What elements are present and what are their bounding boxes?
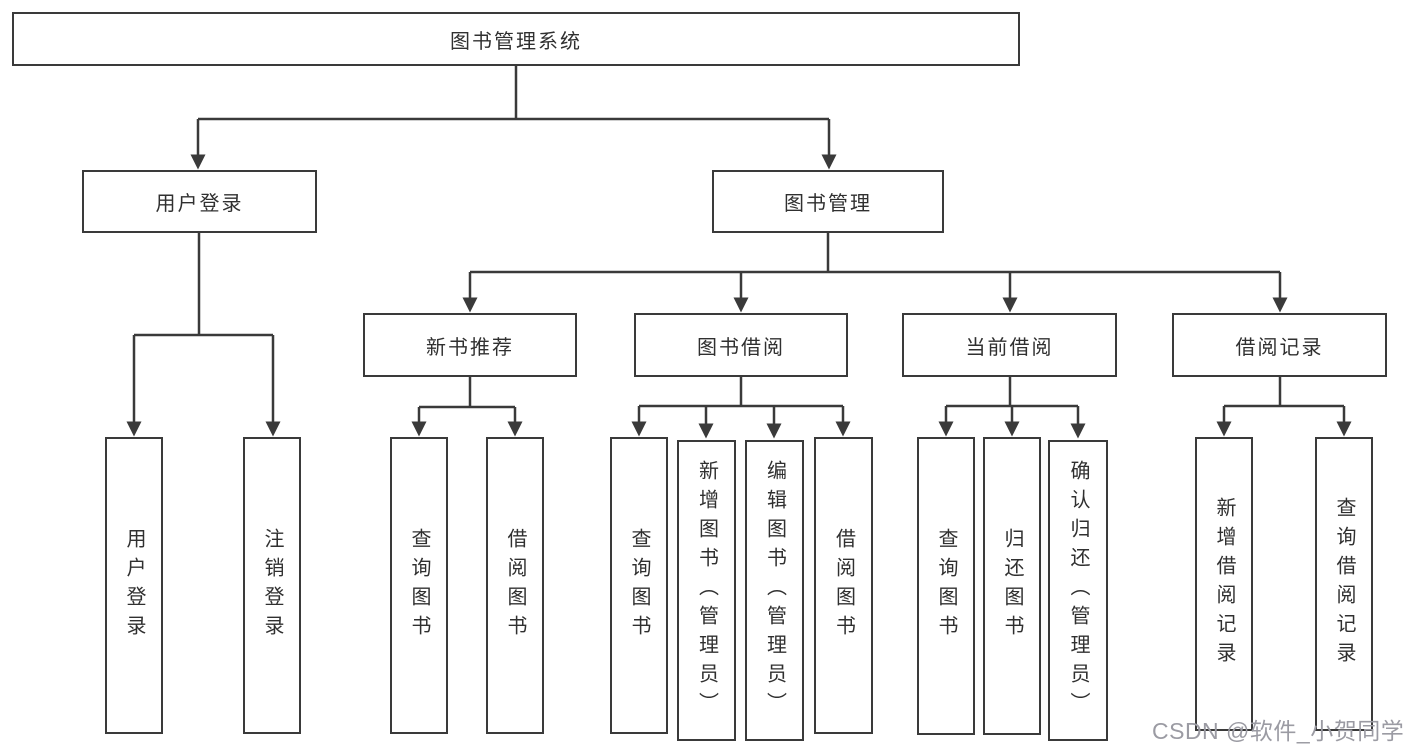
node-book-borrow: 图书借阅 bbox=[634, 313, 848, 377]
leaf-nb-borrow-books: 借阅图书 bbox=[486, 437, 544, 734]
leaf-br-add-record: 新增借阅记录 bbox=[1195, 437, 1253, 731]
node-root: 图书管理系统 bbox=[12, 12, 1020, 66]
leaf-bb-edit-books-admin-label: 编辑图书（管理员） bbox=[763, 460, 786, 721]
leaf-br-query-record-label: 查询借阅记录 bbox=[1333, 497, 1355, 671]
leaf-bb-add-books-admin-label: 新增图书（管理员） bbox=[695, 460, 718, 721]
leaf-bb-add-books-admin: 新增图书（管理员） bbox=[677, 440, 736, 741]
leaf-cb-query-books: 查询图书 bbox=[917, 437, 975, 735]
leaf-nb-query-books-label: 查询图书 bbox=[408, 527, 430, 644]
leaf-logout-label: 注销登录 bbox=[261, 527, 283, 644]
node-new-book-recommend: 新书推荐 bbox=[363, 313, 577, 377]
leaf-bb-query-books: 查询图书 bbox=[610, 437, 668, 734]
leaf-bb-borrow-books: 借阅图书 bbox=[814, 437, 873, 734]
node-book-management: 图书管理 bbox=[712, 170, 944, 233]
node-new-book-recommend-label: 新书推荐 bbox=[426, 336, 514, 359]
connector-root-to-level2 bbox=[190, 66, 837, 170]
node-current-borrow-label: 当前借阅 bbox=[965, 336, 1054, 359]
leaf-br-add-record-label: 新增借阅记录 bbox=[1213, 497, 1235, 671]
leaf-user-login: 用户登录 bbox=[105, 437, 163, 734]
leaf-bb-borrow-books-label: 借阅图书 bbox=[832, 527, 855, 644]
node-user-login-label: 用户登录 bbox=[155, 193, 244, 215]
leaf-nb-query-books: 查询图书 bbox=[390, 437, 448, 734]
connector-user-login-children bbox=[126, 233, 281, 437]
leaf-cb-confirm-return-admin: 确认归还（管理员） bbox=[1048, 440, 1108, 741]
node-book-borrow-label: 图书借阅 bbox=[697, 336, 785, 359]
leaf-bb-edit-books-admin: 编辑图书（管理员） bbox=[745, 440, 804, 741]
leaf-cb-return-books-label: 归还图书 bbox=[1001, 528, 1023, 644]
connector-book-management-children bbox=[462, 233, 1288, 313]
connector-new-book-children bbox=[411, 377, 523, 437]
node-current-borrow: 当前借阅 bbox=[902, 313, 1117, 377]
leaf-cb-confirm-return-admin-label: 确认归还（管理员） bbox=[1067, 460, 1089, 721]
leaf-cb-return-books: 归还图书 bbox=[983, 437, 1041, 735]
node-user-login: 用户登录 bbox=[82, 170, 317, 233]
node-borrow-records-label: 借阅记录 bbox=[1235, 336, 1324, 359]
node-borrow-records: 借阅记录 bbox=[1172, 313, 1387, 377]
leaf-user-login-label: 用户登录 bbox=[123, 527, 145, 644]
connector-current-borrow-children bbox=[938, 377, 1086, 439]
connector-borrow-records-children bbox=[1216, 377, 1352, 437]
node-root-label: 图书管理系统 bbox=[450, 30, 582, 53]
csdn-watermark: CSDN @软件_小贺同学 bbox=[1152, 718, 1405, 744]
leaf-cb-query-books-label: 查询图书 bbox=[935, 528, 957, 644]
node-book-management-label: 图书管理 bbox=[784, 193, 872, 215]
leaf-nb-borrow-books-label: 借阅图书 bbox=[504, 527, 526, 644]
leaf-br-query-record: 查询借阅记录 bbox=[1315, 437, 1373, 731]
leaf-bb-query-books-label: 查询图书 bbox=[628, 527, 650, 644]
connector-book-borrow-children bbox=[631, 377, 851, 439]
leaf-logout: 注销登录 bbox=[243, 437, 301, 734]
